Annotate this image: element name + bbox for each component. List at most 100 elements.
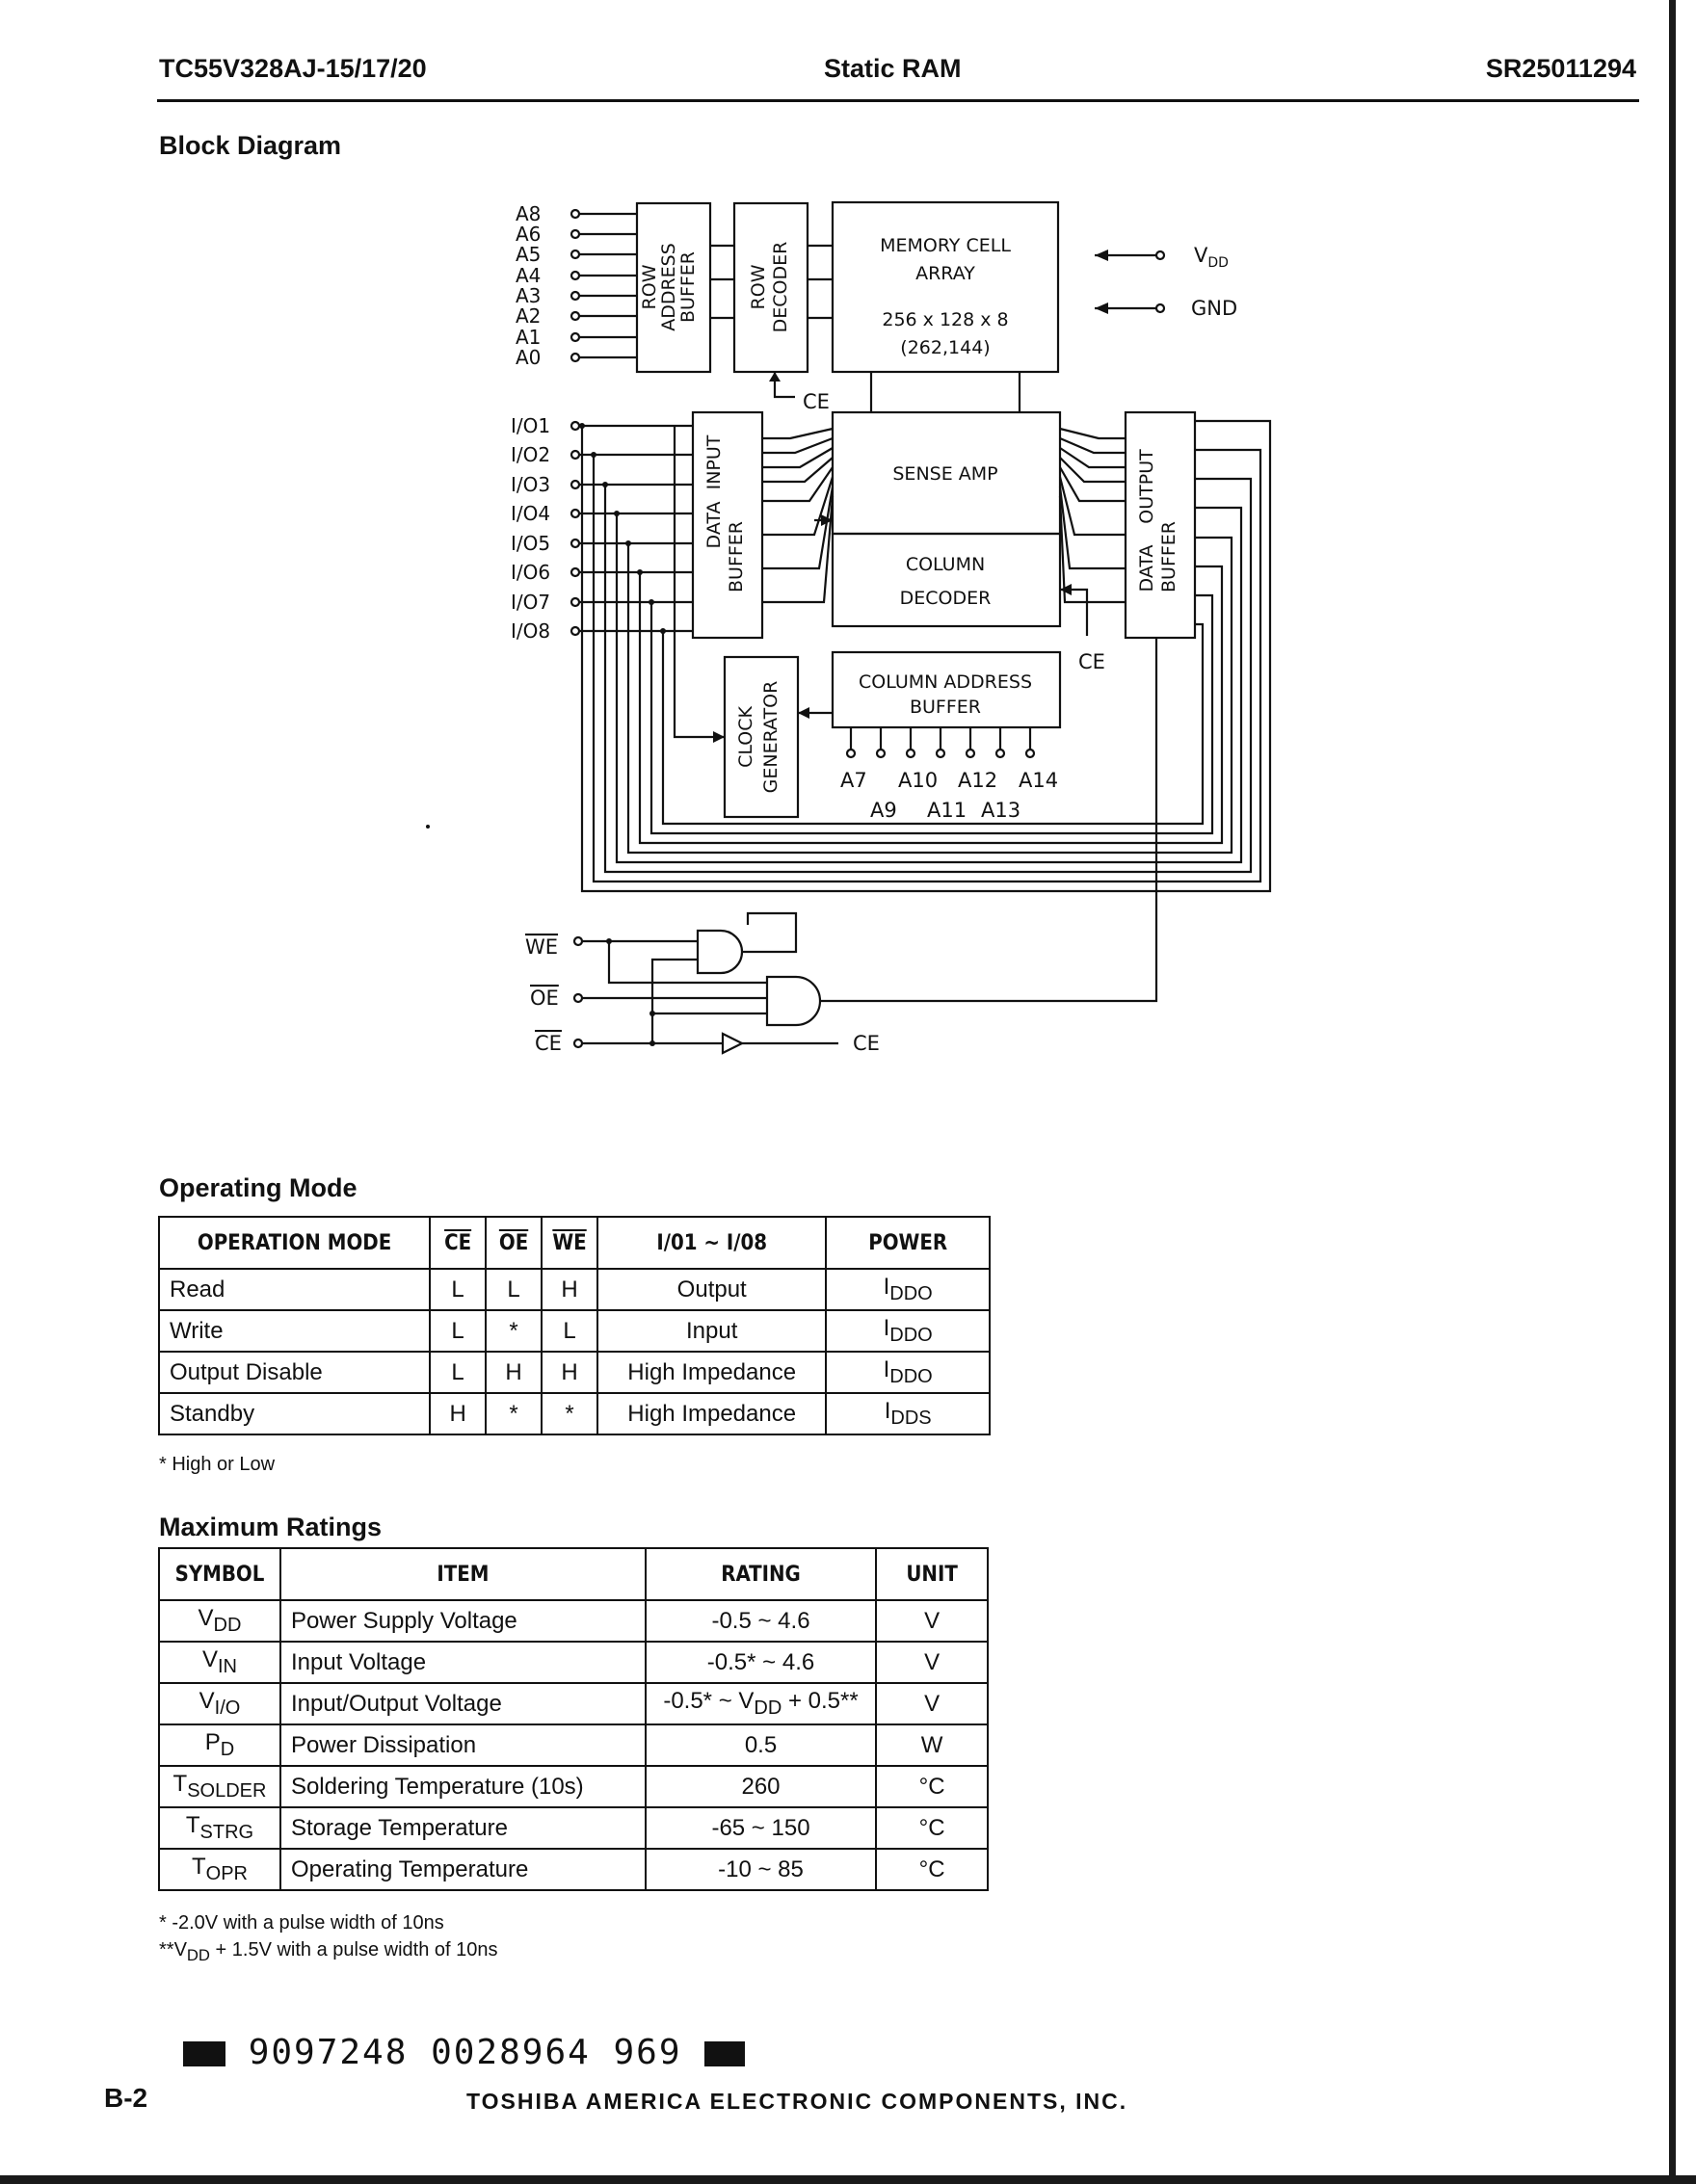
symbol-cell: TSOLDER [158,1765,281,1808]
row-address-lines [576,212,637,359]
row-address-buffer-box [635,201,712,374]
document-number: SR25011294 [1485,54,1636,83]
io-cell: Output [596,1268,828,1311]
column-header: UNIT [875,1547,989,1601]
column-header: POWER [825,1216,991,1270]
io-cell: High Impedance [596,1392,828,1435]
column-header: RATING [644,1547,878,1601]
pin-label-a5: A5 [516,243,541,266]
ratings-footnote-2: **VDD + 1.5V with a pulse width of 10ns [159,1939,498,1964]
we-pin-label: WE [525,935,558,959]
data-input-buffer-label-2: INPUT [703,434,725,489]
mode-cell: Standby [157,1392,432,1435]
row-address-buffer-label-1: ROW [639,264,660,309]
table-row: PD Power Dissipation 0.5 W [158,1724,989,1767]
oe-cell: L [485,1268,543,1311]
io-label-4: I/O4 [511,502,550,525]
mode-cell: Read [157,1268,432,1311]
pin-label-a8: A8 [516,202,541,225]
column-decoder-box [831,532,1062,628]
ratings-footnote-1: * -2.0V with a pulse width of 10ns [159,1912,444,1934]
io-label-3: I/O3 [511,473,550,496]
we-cell: L [541,1309,599,1353]
symbol-cell: TSTRG [158,1806,281,1850]
row-decoder-label-2: DECODER [770,242,791,333]
item-cell: Storage Temperature [278,1806,647,1850]
page-title: Static RAM [824,54,962,83]
table-row: TOPR Operating Temperature -10 ~ 85 °C [158,1848,989,1891]
gnd-label: GND [1191,297,1237,320]
vdd-label: VDD [1194,244,1229,271]
memory-cell-array-label-3: 256 x 128 x 8 [882,309,1008,330]
io-label-5: I/O5 [511,532,550,555]
mode-cell: Output Disable [157,1351,432,1394]
power-cell: IDDS [825,1392,991,1435]
unit-cell: °C [875,1806,989,1850]
we-cell: H [541,1351,599,1394]
symbol-cell: VI/O [158,1682,281,1725]
ce-label-column: CE [1078,650,1105,673]
symbol-cell: PD [158,1724,281,1767]
rating-cell: -10 ~ 85 [644,1848,878,1891]
col-pin-a12: A12 [958,769,997,792]
oe-cell: * [485,1309,543,1353]
ce-cell: L [429,1309,488,1353]
unit-cell: V [875,1682,989,1725]
column-header: I/01 ~ I/08 [596,1216,828,1270]
column-header: SYMBOL [158,1547,281,1601]
symbol-cell: VDD [158,1599,281,1643]
column-header: OE [485,1216,543,1270]
maximum-ratings-table: SYMBOL ITEM RATING UNIT VDD Power Supply… [158,1547,989,1891]
table-row: Output Disable L H H High Impedance IDDO [157,1351,991,1394]
data-output-buffer-label-2: OUTPUT [1136,449,1157,524]
column-decoder-label-2: DECODER [900,588,992,609]
column-header: WE [541,1216,599,1270]
unit-cell: °C [875,1848,989,1891]
table-row: Standby H * * High Impedance IDDS [157,1392,991,1435]
column-header: CE [429,1216,488,1270]
operating-mode-title: Operating Mode [159,1173,358,1202]
we-cell: * [541,1392,599,1435]
sense-amp-label: SENSE AMP [892,463,997,485]
item-cell: Power Dissipation [278,1724,647,1767]
part-number: TC55V328AJ-15/17/20 [159,54,427,83]
pin-label-a4: A4 [516,264,541,287]
memory-cell-array-box [831,200,1060,374]
column-header: OPERATION MODE [157,1216,432,1270]
data-input-buffer-label-1: DATA [703,502,725,549]
column-address-buffer-box [831,650,1062,729]
column-address-buffer-label-1: COLUMN ADDRESS [859,671,1032,693]
company-name: TOSHIBA AMERICA ELECTRONIC COMPONENTS, I… [466,2089,1128,2114]
memory-cell-array-label-2: ARRAY [915,263,975,284]
table-row: VI/O Input/Output Voltage -0.5* ~ VDD + … [158,1682,989,1725]
power-cell: IDDO [825,1268,991,1311]
item-cell: Soldering Temperature (10s) [278,1765,647,1808]
operating-mode-footnote: * High or Low [159,1454,276,1475]
column-decoder-label-1: COLUMN [906,554,985,575]
unit-cell: W [875,1724,989,1767]
io-cell: High Impedance [596,1351,828,1394]
column-header: ITEM [278,1547,647,1601]
ce-cell: H [429,1392,488,1435]
data-output-buffer-label-1: DATA [1136,545,1157,592]
maximum-ratings-title: Maximum Ratings [159,1513,383,1541]
block-diagram: A8 A6 A5 A4 A3 A2 A1 A0 I/O1 I/O2 I/O3 I… [426,200,1272,1055]
scan-edge-bottom [0,2175,1696,2184]
col-pin-a13: A13 [981,799,1020,822]
barcode-block-right [704,2041,746,2066]
ce-internal-label: CE [853,1032,880,1055]
unit-cell: V [875,1641,989,1684]
table-row: TSTRG Storage Temperature -65 ~ 150 °C [158,1806,989,1850]
io-label-1: I/O1 [511,414,550,437]
ce-label-row: CE [803,390,830,413]
row-address-buffer-label-3: BUFFER [677,251,699,323]
ce-pin-label: CE [535,1032,562,1055]
oe-cell: * [485,1392,543,1435]
pin-label-a2: A2 [516,304,541,328]
column-address-buffer-label-2: BUFFER [910,697,981,718]
symbol-cell: TOPR [158,1848,281,1891]
pin-label-a3: A3 [516,284,541,307]
rating-cell: -0.5 ~ 4.6 [644,1599,878,1643]
pin-label-a6: A6 [516,223,541,246]
row-address-buffer-label-2: ADDRESS [658,243,679,331]
